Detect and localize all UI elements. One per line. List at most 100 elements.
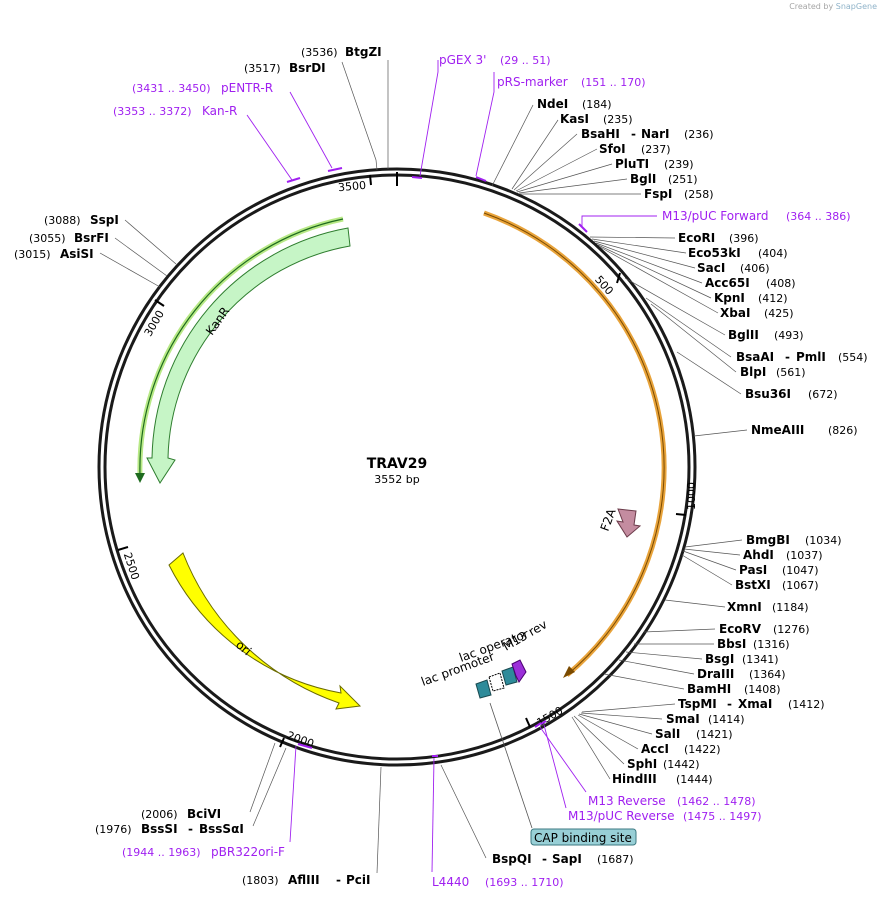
enzyme-name-eco53ki: Eco53kI (688, 246, 741, 260)
leader-bglii (624, 277, 726, 336)
tick-label-1000: 1000 (685, 482, 698, 510)
primer-range-pbr322: (1944 .. 1963) (122, 846, 201, 859)
leader-nmeaiii (693, 429, 748, 437)
enzyme-name-acci: AccI (641, 742, 669, 756)
tick-2000 (279, 737, 285, 748)
leader-xmni (664, 599, 726, 608)
enzyme-name-kpni: KpnI (714, 291, 745, 305)
kanr-feature (146, 227, 351, 484)
enzyme-name-nari: NarI (641, 127, 670, 141)
primer-range-kanr: (3353 .. 3372) (113, 105, 192, 118)
enzyme-pos-bsrdi: (3517) (244, 62, 281, 75)
enzyme-name-sspi: SspI (90, 213, 119, 227)
enzyme-name-pluti: PluTI (615, 157, 649, 171)
enzyme-name-bsu36i: Bsu36I (745, 387, 791, 401)
primer-mark-pbr322 (297, 743, 313, 749)
enzyme-pos-bbsi: (1316) (753, 638, 790, 651)
leader-bsgi (625, 651, 703, 660)
enzyme-pos-acci: (1422) (684, 743, 721, 756)
leader-eco53ki (591, 238, 687, 254)
primer-name-l4440: L4440 (432, 875, 469, 889)
primer-mark-kanr (286, 177, 301, 183)
enzyme-pos-bmgbi: (1034) (805, 534, 842, 547)
primer-range-m13rev: (1462 .. 1478) (677, 795, 756, 808)
primer-name-m13puc-rev: M13/pUC Reverse (568, 809, 675, 823)
enzyme-name-pcii: PciI (346, 873, 371, 887)
enzyme-pos-asisi: (3015) (14, 248, 51, 261)
primer-leader-pbr322 (289, 745, 297, 843)
leader-hindiii (571, 716, 611, 780)
leader-pluti (516, 163, 613, 193)
enzyme-pos-tspmi: (1412) (788, 698, 825, 711)
plasmid-size: 3552 bp (374, 473, 419, 486)
primer-range-prs: (151 .. 170) (581, 76, 646, 89)
leader-bsrfi (114, 237, 168, 277)
enzyme-pos-hindiii: (1444) (676, 773, 713, 786)
enzyme-pos-blpi: (561) (776, 366, 806, 379)
enzyme-name-smai: SmaI (666, 712, 700, 726)
leader-bgli (518, 178, 628, 194)
enzyme-pos-saci: (406) (740, 262, 770, 275)
kanr-outer-arc-core (139, 218, 344, 477)
enzyme-pos-bstxi: (1067) (782, 579, 819, 592)
m13-rev-arrow (511, 659, 527, 683)
tick-3500 (369, 174, 372, 186)
leader-ndei (491, 104, 534, 187)
enzyme-name-bsgi: BsgI (705, 652, 734, 666)
cap-site-label: CAP binding site (534, 831, 632, 845)
leader-sali (578, 713, 653, 735)
leader-ahdi (683, 548, 741, 556)
enzyme-name-bsaai: BsaAI (736, 350, 774, 364)
enzyme-name-pmli: PmlI (796, 350, 826, 364)
leader-sphi (573, 715, 625, 765)
enzyme-pos-xbai: (425) (764, 307, 794, 320)
leader-pasi (682, 550, 737, 571)
enzyme-pos-bsu36i: (672) (808, 388, 838, 401)
primer-mark-m13puc-fwd (578, 223, 588, 233)
leader-smai (580, 712, 663, 720)
enzyme-pos-bamhi: (1408) (744, 683, 781, 696)
enzyme-name-nmeaiii: NmeAIII (751, 423, 804, 437)
enzyme-name-bbsi: BbsI (717, 637, 746, 651)
enzyme-name-bsrdi: BsrDI (289, 61, 326, 75)
kanr-outer-arrowhead (135, 473, 145, 483)
primer-range-m13puc-rev: (1475 .. 1497) (683, 810, 762, 823)
leader-kasi (511, 119, 559, 190)
enzyme-pos-fspi: (258) (684, 188, 714, 201)
tick-label-1500: 1500 (535, 704, 566, 729)
enzyme-pos-ecorv: (1276) (773, 623, 810, 636)
enzyme-pos-sspi: (3088) (44, 214, 81, 227)
tick-2500 (117, 546, 129, 551)
enzyme-name-kasi: KasI (560, 112, 589, 126)
enzyme-labels-left: (3088) SspI (3055) BsrFI (3015) AsiSI (14, 213, 119, 261)
leader-bsahi (513, 133, 578, 191)
enzyme-name-bsahi: BsaHI (581, 127, 620, 141)
primer-leader-l4440 (431, 757, 435, 873)
f2a-feature (615, 508, 642, 538)
tick-label-3500: 3500 (338, 179, 367, 194)
primer-leader-pentr (289, 91, 333, 169)
enzyme-sep-bspqi: - (542, 852, 547, 866)
primer-mark-pgex (411, 176, 423, 179)
enzyme-sep-tspmi: - (727, 697, 732, 711)
enzyme-name-bcivi: BciVI (187, 807, 221, 821)
orf-arc-core (483, 212, 665, 676)
leader-acc65i (595, 242, 703, 284)
enzyme-pos-pasi: (1047) (782, 564, 819, 577)
primer-name-pbr322: pBR322ori-F (211, 845, 285, 859)
enzyme-name-bmgbi: BmgBI (746, 533, 790, 547)
enzyme-pos-smai: (1414) (708, 713, 745, 726)
tick-label-2500: 2500 (121, 551, 142, 582)
leader-bcivi (249, 742, 276, 813)
leader-sspi (124, 219, 177, 265)
primer-leader-m13puc-rev (543, 724, 567, 809)
leader-xbai (599, 246, 719, 314)
primer-leader-pgex (419, 60, 439, 177)
leader-acci (577, 714, 639, 750)
orf-arrowhead (563, 666, 575, 678)
tick-3000 (154, 299, 165, 307)
enzyme-name-btgzi: BtgZI (345, 45, 382, 59)
leader-tspmi (581, 703, 676, 713)
primer-range-pgex: (29 .. 51) (500, 54, 551, 67)
enzyme-name-bstxi: BstXI (735, 578, 771, 592)
